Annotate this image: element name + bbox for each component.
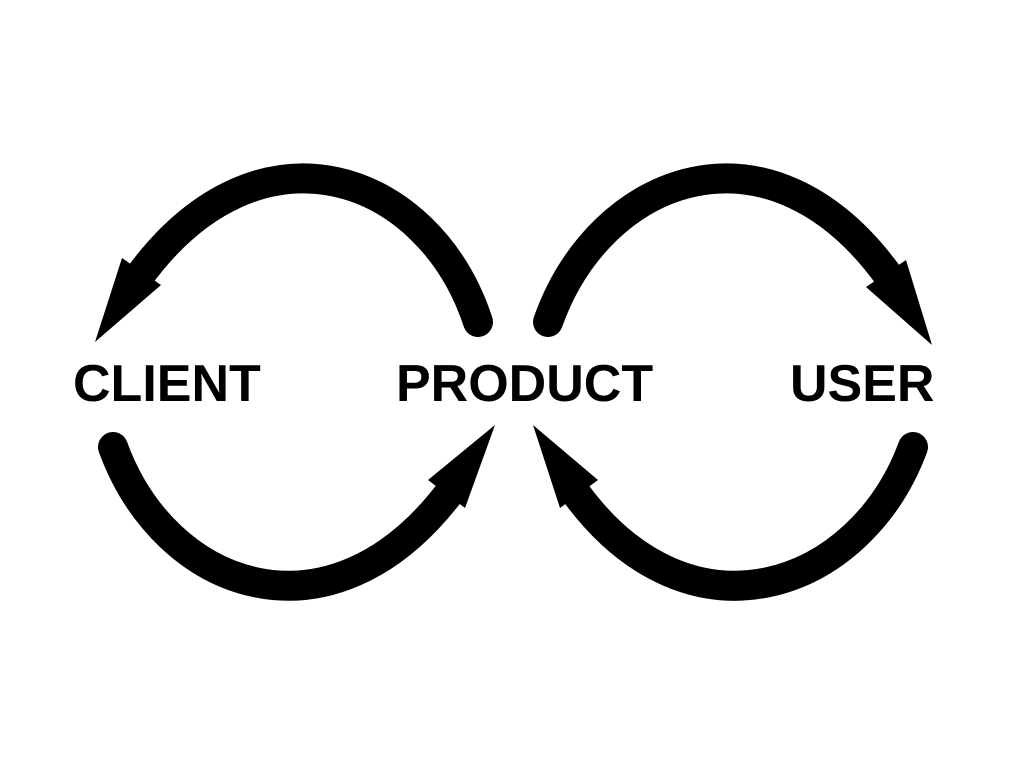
client-label: CLIENT (73, 355, 261, 413)
arrow-product-to-user (533, 163, 932, 345)
arrowhead-upper-right (866, 260, 932, 345)
arrow-product-to-client (95, 163, 493, 342)
arrow-client-to-product (98, 425, 495, 601)
arrowhead-upper-left (95, 258, 161, 342)
arrowhead-lower-left (428, 425, 495, 508)
product-label: PRODUCT (396, 355, 654, 413)
arrowhead-lower-right (533, 425, 598, 508)
user-label: USER (790, 355, 935, 413)
arrow-user-to-product (533, 425, 928, 601)
